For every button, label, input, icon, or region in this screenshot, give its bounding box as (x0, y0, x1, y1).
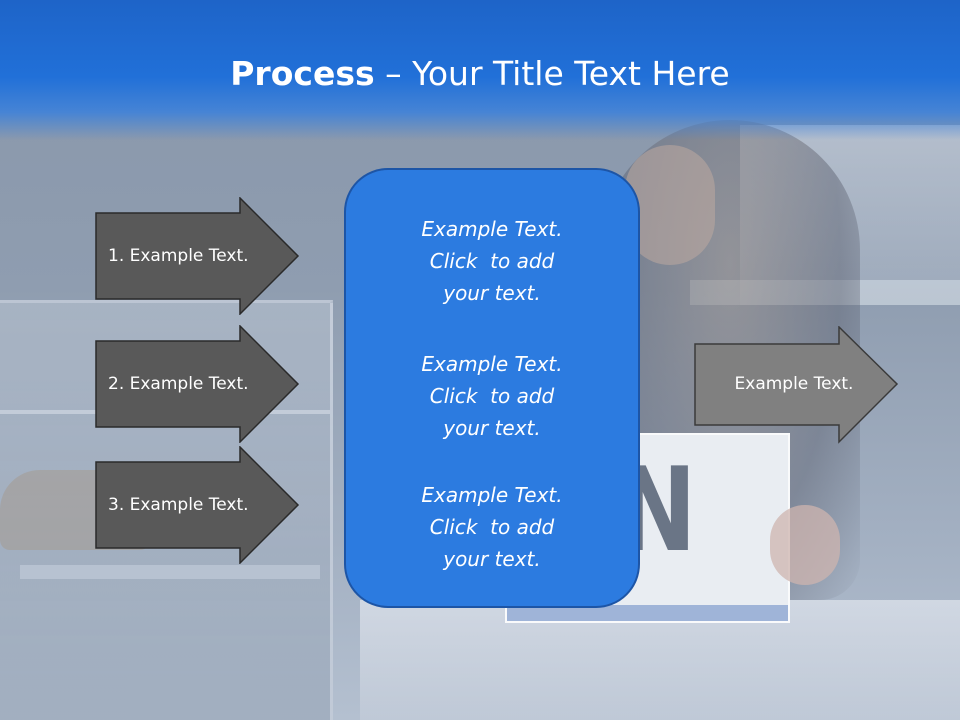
output-label: Example Text. (734, 374, 854, 394)
title-rest: – Your Title Text Here (374, 54, 730, 93)
output-arrow[interactable]: Example Text. (694, 326, 900, 444)
arrow-shape (95, 197, 300, 315)
arrow-shape (95, 446, 300, 564)
background-shelf (20, 565, 320, 579)
open-sign-stripe (507, 605, 788, 621)
center-text-box[interactable]: Example Text. Click to add your text. Ex… (344, 168, 640, 608)
title-band (0, 0, 960, 140)
background-face (625, 145, 715, 265)
process-step-arrow-2[interactable]: 2. Example Text. (95, 325, 301, 443)
example-text-block-1: Example Text. Click to add your text. (421, 217, 563, 305)
example-text-block-3: Example Text. Click to add your text. (421, 483, 563, 571)
example-text-block-2: Example Text. Click to add your text. (421, 352, 563, 440)
background-hand (770, 505, 840, 585)
process-step-label: 3. Example Text. (108, 495, 249, 515)
arrow-shape (694, 326, 899, 444)
slide-title[interactable]: Process – Your Title Text Here (0, 52, 960, 96)
process-step-label: 2. Example Text. (108, 374, 249, 394)
process-step-arrow-1[interactable]: 1. Example Text. (95, 197, 301, 315)
process-step-label: 1. Example Text. (108, 246, 249, 266)
title-bold: Process (230, 54, 375, 93)
process-step-arrow-3[interactable]: 3. Example Text. (95, 446, 301, 564)
arrow-shape (95, 325, 300, 443)
